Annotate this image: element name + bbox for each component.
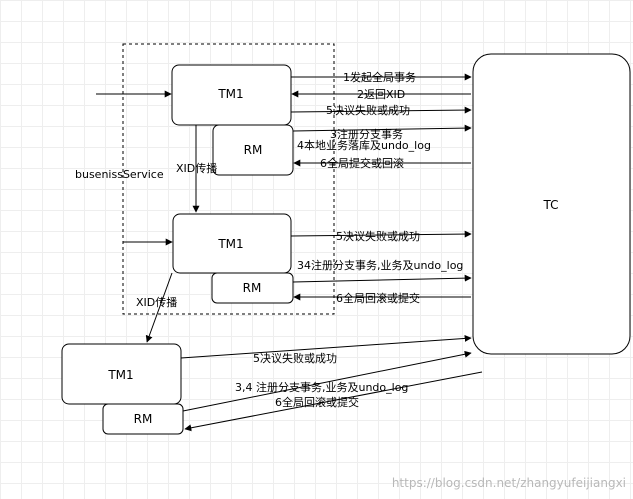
top-return-xid-label: 2返回XID xyxy=(357,88,405,101)
bot-global-arrow xyxy=(184,371,483,432)
top-begin-label: 1发起全局事务 xyxy=(343,70,416,84)
rm-mid-box xyxy=(211,272,294,304)
xid-prop-label-2: XID传播 xyxy=(136,295,177,309)
top-register-arrow xyxy=(292,124,472,132)
service-label: busenissService xyxy=(75,168,164,181)
top-decide-label: 5决议失败或成功 xyxy=(326,103,410,117)
tc-box xyxy=(472,53,631,355)
mid-register-arrow xyxy=(292,274,472,283)
top-register-label: 3注册分支事务 xyxy=(330,127,403,141)
rm-top-label: RM xyxy=(244,143,263,157)
top-global-label: 6全局提交或回滚 xyxy=(320,156,404,170)
watermark-text: https://blog.csdn.net/zhangyufeijiangxi xyxy=(392,476,626,490)
bot-register-label: 3,4 注册分支事务,业务及undo_log xyxy=(235,380,408,394)
bot-decide-arrow xyxy=(180,334,472,359)
rm-bottom-label: RM xyxy=(134,412,153,426)
bot-register-arrow xyxy=(182,350,472,412)
top-local-commit-label: 4本地业务落库及undo_log xyxy=(297,138,431,152)
mid-register-label: 34注册分支事务,业务及undo_log xyxy=(297,258,463,272)
rm-mid-label: RM xyxy=(243,281,262,295)
bot-decide-label: 5决议失败或成功 xyxy=(253,351,337,365)
rm-bottom-box xyxy=(102,403,184,435)
xid-prop-label-1: XID传播 xyxy=(176,161,217,175)
bot-global-label: 6全局回滚或提交 xyxy=(275,395,359,409)
mid-decide-arrow xyxy=(290,230,472,238)
xid-prop-arrow-2 xyxy=(145,272,173,343)
tm1-top-label: TM1 xyxy=(217,87,243,101)
top-decide-arrow xyxy=(290,106,472,114)
tm1-bottom-label: TM1 xyxy=(107,368,133,382)
tc-label: TC xyxy=(542,198,558,212)
mid-decide-label: 5决议失败或成功 xyxy=(336,229,420,243)
tm1-mid-label: TM1 xyxy=(217,237,243,251)
mid-global-label: 6全局回滚或提交 xyxy=(336,291,420,305)
rm-top-box xyxy=(212,124,294,176)
